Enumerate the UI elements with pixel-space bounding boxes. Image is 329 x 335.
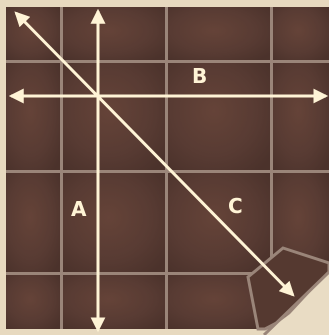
label-c: C: [228, 194, 243, 218]
label-b: B: [192, 64, 207, 88]
arrow-c: [14, 11, 295, 297]
measurement-arrows: [8, 8, 329, 333]
label-a: A: [71, 197, 87, 221]
